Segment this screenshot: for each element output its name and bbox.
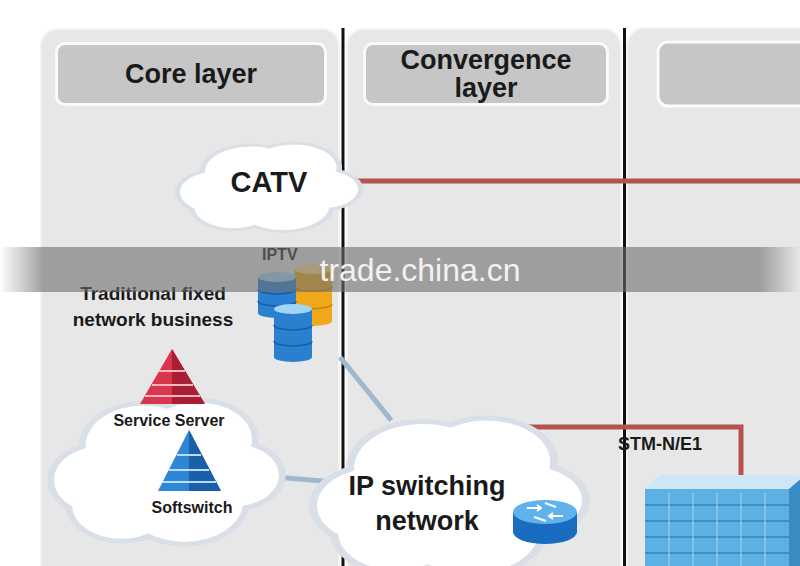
rack-slot: [765, 493, 766, 566]
layer-panel: Convergence layerIP switching network: [346, 28, 622, 566]
note-text: Traditional fixed network business: [48, 281, 258, 333]
layer-title: Core layer: [66, 59, 316, 89]
panel-header: Core layer: [55, 42, 327, 106]
node-label: IPTV: [262, 246, 322, 264]
rack-top: [645, 475, 800, 489]
node-label: Softswitch: [92, 498, 292, 517]
rack-slot: [717, 493, 718, 566]
service-cloud: Service ServerSoftswitch: [54, 390, 279, 545]
cable-line: [340, 179, 800, 184]
service-cloud: CATV: [180, 137, 358, 232]
node-label: CATV: [180, 165, 358, 199]
rack-shape: [645, 475, 800, 566]
layer-title: Convergence layer: [386, 46, 586, 102]
network-cloud: IP switching network: [317, 407, 582, 566]
cylinder-top: [274, 304, 312, 314]
cylinder-stripe: [258, 289, 296, 294]
cylinder-stripe: [274, 341, 312, 346]
watermark-text: trade.china.cn: [300, 250, 540, 290]
rack-slot: [669, 493, 670, 566]
cylinder-top: [258, 272, 296, 282]
rack-slot: [693, 493, 694, 566]
rack-front: [645, 489, 789, 566]
cylinder-stripe: [274, 325, 312, 330]
rack-slot: [741, 493, 742, 566]
equipment-rack: STM-N/E1: [645, 475, 800, 566]
panel-header: [658, 42, 800, 106]
layer-panel: [627, 28, 800, 566]
node-label: IP switching network: [322, 469, 532, 539]
separator-line: [623, 28, 626, 566]
node-label: Service Server: [54, 411, 284, 430]
node-label: STM-N/E1: [618, 433, 702, 455]
panel-header: Convergence layer: [363, 42, 609, 106]
rack-side: [789, 475, 800, 566]
cylinder-body: [274, 309, 312, 362]
